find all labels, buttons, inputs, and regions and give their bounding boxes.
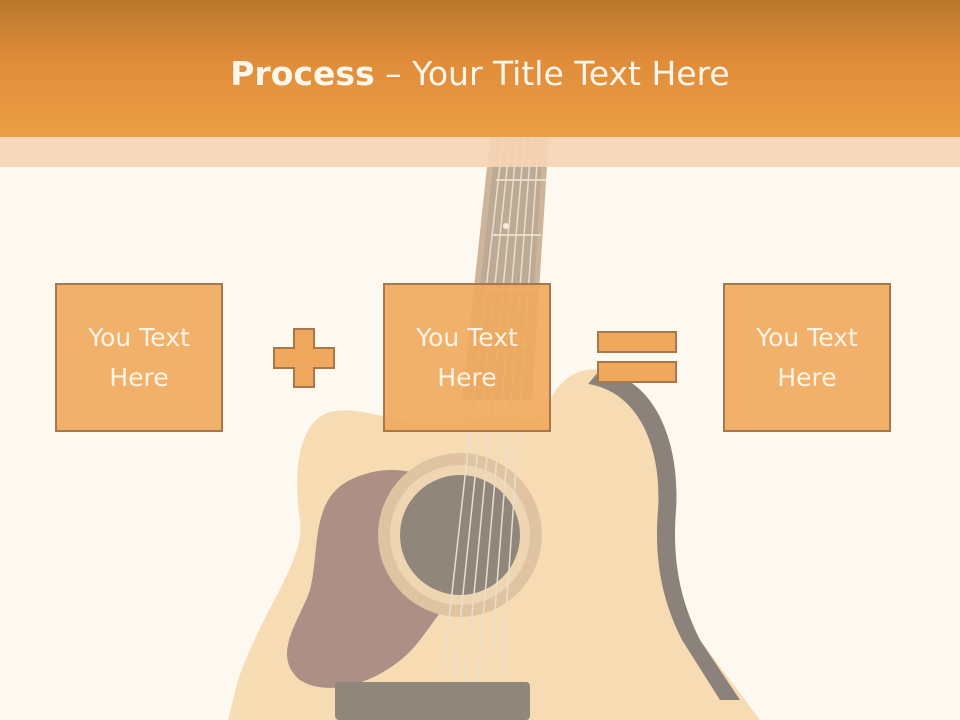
title-strong: Process	[230, 54, 375, 93]
title-rest: – Your Title Text Here	[374, 54, 730, 93]
equals-icon	[597, 331, 677, 383]
process-box-2[interactable]: You Text Here	[383, 283, 551, 432]
title-header-bar: Process – Your Title Text Here	[0, 0, 960, 137]
process-box-1[interactable]: You Text Here	[55, 283, 223, 432]
process-box-text: You Text Here	[88, 322, 190, 392]
process-box-text: You Text Here	[756, 322, 858, 392]
process-box-3[interactable]: You Text Here	[723, 283, 891, 432]
header-accent-band	[0, 137, 960, 167]
slide-title: Process – Your Title Text Here	[0, 52, 960, 96]
plus-icon	[273, 328, 335, 388]
process-box-text: You Text Here	[416, 322, 518, 392]
